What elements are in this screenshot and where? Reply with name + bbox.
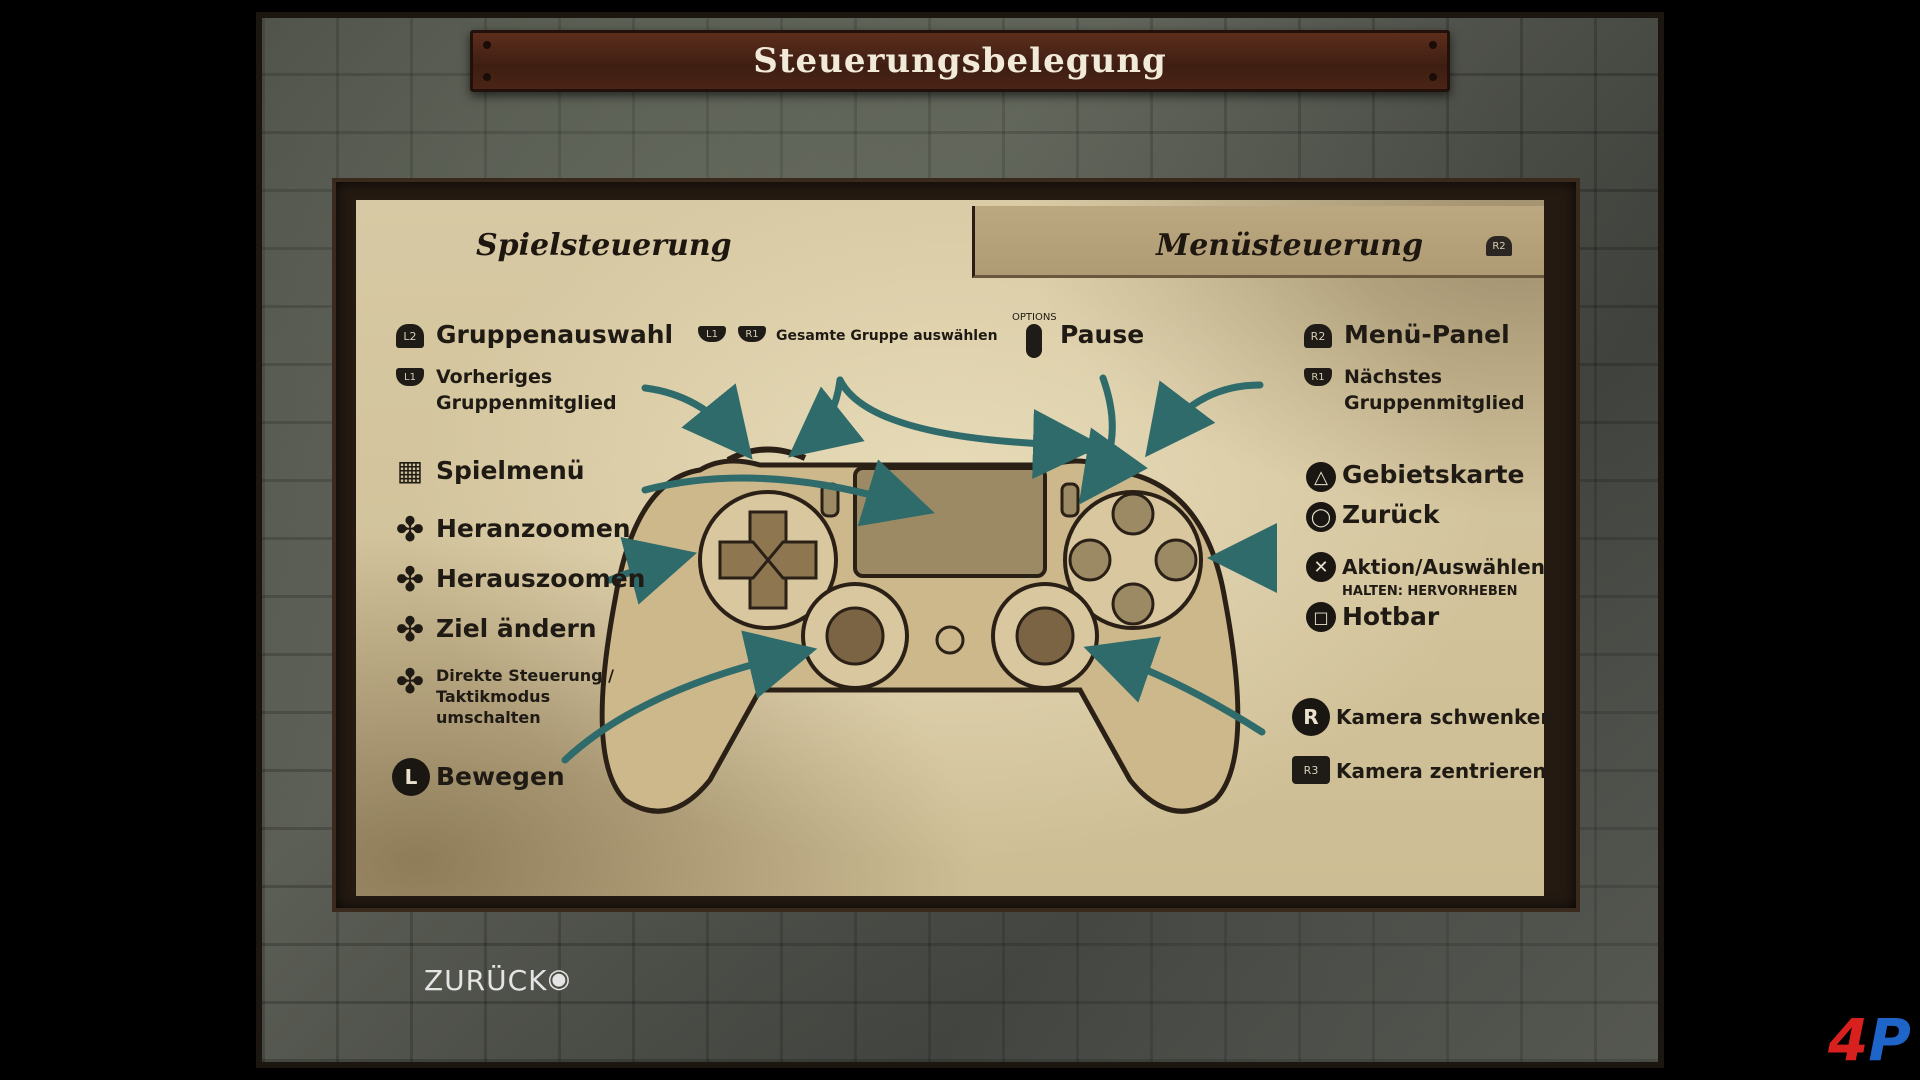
dpad-left-icon: ✤ [395, 610, 425, 650]
circle-button-icon: ◉ [547, 964, 572, 994]
label-direkt-3: umschalten [436, 708, 541, 727]
label-naechstes-2: Gruppenmitglied [1344, 392, 1525, 414]
nail-icon [483, 73, 491, 81]
logo-letter: P [1868, 1006, 1911, 1074]
arrow-dpad [606, 537, 698, 605]
page-title: Steuerungsbelegung [753, 41, 1167, 81]
label-spielmenu: Spielmenü [436, 456, 585, 485]
r2-trigger-icon: R2 [1304, 324, 1332, 348]
square-button-icon: □ [1306, 602, 1336, 632]
options-button [1060, 482, 1080, 518]
label-gesamte-gruppe: Gesamte Gruppe auswählen [776, 328, 998, 344]
back-label: ZURÜCK [424, 964, 548, 997]
dpad-up-icon: ✤ [395, 510, 425, 550]
tab-game-controls[interactable]: Spielsteuerung [476, 228, 732, 263]
logo-number: 4 [1828, 1006, 1869, 1074]
label-direkt-2: Taktikmodus [436, 687, 551, 706]
triangle-button [1111, 492, 1155, 536]
title-board: Steuerungsbelegung [470, 30, 1450, 92]
arrow-rstick [1083, 636, 1266, 736]
r1-bumper-icon: R1 [1304, 368, 1332, 386]
arrow-bewegen [561, 630, 818, 764]
label-naechstes-1: Nächstes [1344, 366, 1443, 388]
nail-icon [1429, 73, 1437, 81]
label-hotbar: Hotbar [1342, 602, 1440, 631]
label-gebietskarte: Gebietskarte [1342, 460, 1525, 489]
nail-icon [1429, 41, 1437, 49]
options-caption: OPTIONS [1012, 312, 1057, 323]
touchpad [853, 466, 1047, 578]
label-ziel-aendern: Ziel ändern [436, 614, 597, 643]
label-heranzoomen: Heranzoomen [436, 514, 631, 543]
dpad-down-icon: ✤ [395, 560, 425, 600]
label-kamera-schwenken: Kamera schwenken [1336, 705, 1555, 729]
right-stick-icon: R [1292, 698, 1330, 736]
back-button[interactable]: ZURÜCK◉ [424, 964, 571, 997]
arrow-spielmenu [641, 459, 935, 527]
cross-button [1111, 582, 1155, 626]
l1-bumper-icon: L1 [698, 326, 726, 342]
ps-button [935, 625, 965, 655]
l2-trigger-icon: L2 [396, 324, 424, 348]
label-menu-panel: Menü-Panel [1344, 320, 1510, 349]
square-button [1068, 538, 1112, 582]
arrow-l2 [641, 383, 753, 460]
l1-bumper [726, 446, 807, 463]
label-gruppenauswahl: Gruppenauswahl [436, 320, 674, 349]
4players-logo: 4P [1828, 1006, 1911, 1074]
arrow-options [1078, 374, 1148, 505]
arrow-gesamte-right [836, 376, 1103, 479]
label-herauszoomen: Herauszoomen [436, 564, 646, 593]
label-direkt-1: Direkte Steuerung / [436, 666, 615, 685]
left-stick-icon: L [392, 758, 430, 796]
label-pause: Pause [1060, 320, 1145, 349]
dpad-left [718, 540, 770, 580]
arrow-r2 [1145, 380, 1264, 458]
r2-trigger-icon: R2 [1486, 236, 1512, 256]
r1-bumper-icon: R1 [738, 326, 766, 342]
options-button-icon [1026, 324, 1042, 358]
touchpad-icon: ▦ [396, 453, 424, 487]
circle-button [1154, 538, 1198, 582]
label-aktion-hold: HALTEN: HERVORHEBEN [1342, 584, 1518, 599]
label-kamera-zentrieren: Kamera zentrieren [1336, 759, 1547, 783]
circle-button-icon: ◯ [1306, 502, 1336, 532]
label-vorheriges-1: Vorheriges [436, 366, 553, 388]
arrow-gesamte-left [788, 376, 865, 458]
l1-bumper-icon: L1 [396, 368, 424, 386]
tab-menu-controls-bg[interactable] [972, 206, 1544, 278]
arrow-circle [1207, 523, 1278, 594]
r1-bumper [1033, 446, 1114, 463]
tab-menu-controls[interactable]: Menüsteuerung [1156, 228, 1424, 263]
dpad-right [766, 540, 818, 580]
label-vorheriges-2: Gruppenmitglied [436, 392, 617, 414]
r3-press-icon: R3 [1292, 756, 1330, 784]
cross-button-icon: ✕ [1306, 552, 1336, 582]
triangle-button-icon: △ [1306, 462, 1336, 492]
dpad-right-icon: ✤ [395, 662, 425, 702]
nail-icon [483, 41, 491, 49]
label-zurueck: Zurück [1342, 500, 1440, 529]
label-aktion: Aktion/Auswählen [1342, 555, 1545, 579]
label-bewegen: Bewegen [436, 762, 565, 791]
